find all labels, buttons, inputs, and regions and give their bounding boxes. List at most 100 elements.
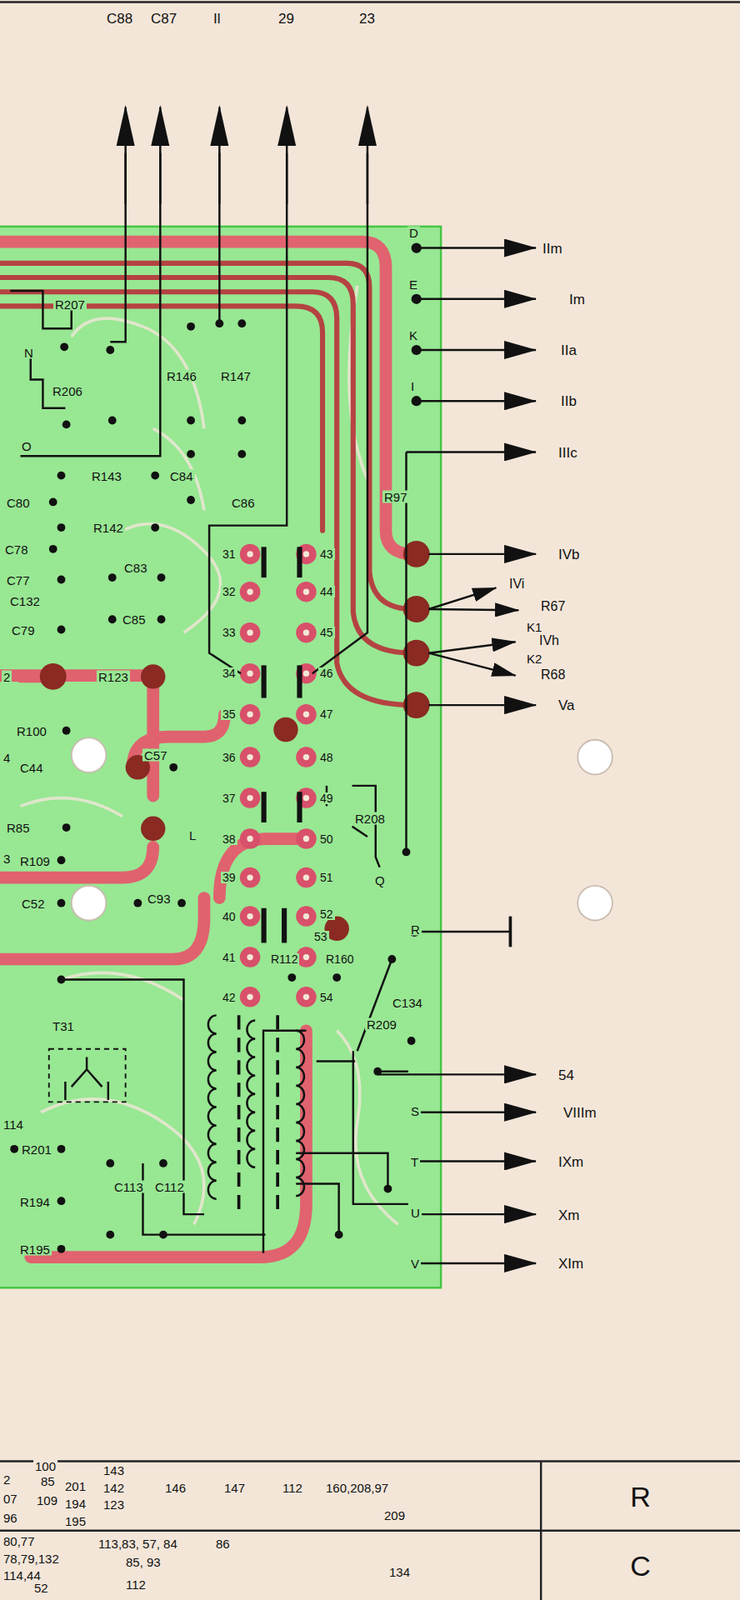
- pcb-drawing: [261, 665, 267, 698]
- part-label: 4: [1, 751, 12, 765]
- pcb-drawing: [240, 828, 260, 849]
- pcb-drawing: [186, 322, 195, 331]
- part-label: R160: [324, 953, 355, 965]
- pcb-drawing: [303, 754, 310, 760]
- pcb-drawing: [40, 540, 430, 1008]
- pcb-drawing: [295, 1030, 305, 1196]
- pcb-drawing: [140, 664, 165, 689]
- pcb-drawing: [0, 675, 154, 796]
- pcb-drawing: [57, 855, 66, 865]
- pcb-drawing: [0, 0, 740, 3]
- pcb-drawing: [246, 630, 253, 636]
- pcb-drawing: [240, 867, 260, 888]
- pcb-drawing: [246, 874, 253, 880]
- terminal-letter: U: [409, 1206, 422, 1220]
- table-cell: 143: [101, 1464, 126, 1477]
- pcb-drawing: [132, 714, 225, 768]
- pcb-drawing: [157, 573, 166, 582]
- part-label: C112: [153, 1180, 186, 1194]
- pcb-drawing: [246, 795, 253, 801]
- pcb-drawing: [240, 787, 260, 808]
- terminal-letter: K: [407, 329, 420, 342]
- table-cell: 85, 93: [124, 1555, 163, 1569]
- pcb-drawing: [105, 1230, 115, 1240]
- pcb-drawing: [237, 1015, 241, 1210]
- pcb-drawing: [295, 704, 316, 725]
- pin-number: 35: [220, 708, 238, 720]
- pcb-drawing: [57, 523, 66, 532]
- pin-number: 36: [220, 751, 238, 764]
- part-label: 3: [1, 852, 12, 865]
- part-label: R123: [96, 670, 130, 684]
- pcb-drawing: [540, 1460, 542, 1600]
- part-label: C77: [5, 574, 32, 587]
- part-label: R100: [15, 725, 49, 738]
- signal-label: Im: [567, 292, 587, 307]
- pcb-drawing: [303, 994, 310, 1000]
- pcb-drawing: [377, 1070, 409, 1072]
- pcb-drawing: [303, 874, 310, 880]
- part-label: R207: [53, 298, 87, 311]
- pcb-drawing: [71, 885, 107, 921]
- pcb-drawing: [335, 1230, 344, 1240]
- signal-label: IVi: [507, 577, 526, 591]
- part-label: T31: [50, 1020, 76, 1033]
- part-label: C113: [112, 1180, 145, 1194]
- pcb-drawing: [157, 615, 166, 624]
- pcb-drawing: [295, 986, 316, 1007]
- table-cell: 100: [33, 1460, 58, 1473]
- table-cell: R: [542, 1463, 739, 1530]
- pcb-drawing: [303, 670, 310, 676]
- table-cell: 07: [1, 1492, 20, 1505]
- pcb-drawing: [240, 663, 260, 684]
- pcb-drawing: [295, 828, 316, 849]
- pcb-drawing: [261, 546, 267, 578]
- signal-label: VIIIm: [561, 1105, 599, 1120]
- part-label: C78: [3, 543, 30, 556]
- pcb-drawing: [49, 498, 58, 507]
- part-label: C52: [20, 897, 47, 910]
- pin-number: 53: [312, 930, 330, 943]
- pcb-drawing: [60, 342, 69, 351]
- pcb-drawing: [411, 395, 422, 406]
- pcb-drawing: [49, 545, 58, 554]
- pcb-drawing: [49, 1049, 126, 1103]
- pcb-drawing: [240, 622, 260, 643]
- signal-label: Il: [211, 11, 223, 26]
- part-label: R142: [91, 521, 125, 535]
- pcb-drawing: [428, 641, 515, 653]
- pin-number: 40: [220, 910, 238, 923]
- part-label: 2: [1, 670, 12, 684]
- pin-number: 32: [220, 585, 238, 598]
- pcb-drawing: [295, 905, 316, 926]
- part-label: C57: [142, 749, 170, 762]
- pcb-drawing: [30, 357, 66, 409]
- pcb-drawing: [10, 153, 409, 1254]
- pcb-drawing: [40, 663, 67, 690]
- signal-label: Xm: [556, 1208, 582, 1223]
- pcb-drawing: [428, 553, 536, 555]
- table-cell: 160,208,97: [324, 1481, 390, 1495]
- pcb-drawing: [332, 973, 341, 982]
- pcb-drawing: [159, 1159, 168, 1168]
- signal-label: IIIc: [556, 445, 580, 460]
- pcb-drawing: [20, 798, 122, 817]
- terminal-letter: O: [20, 440, 34, 453]
- signal-label: C87: [149, 11, 179, 26]
- pcb-drawing: [420, 298, 536, 300]
- pcb-drawing: [261, 546, 303, 943]
- part-label: C85: [120, 613, 148, 626]
- pcb-drawing: [108, 615, 117, 624]
- table-cell: 194: [63, 1497, 88, 1510]
- terminal-letter: S: [409, 1105, 421, 1118]
- pcb-drawing: [287, 973, 296, 982]
- pcb-drawing: [159, 107, 161, 205]
- terminal-letter: D: [407, 226, 420, 240]
- pcb-drawing: [57, 471, 66, 480]
- part-label: C86: [230, 496, 257, 510]
- pcb-drawing: [296, 546, 302, 578]
- pcb-drawing: [303, 954, 310, 960]
- pcb-drawing: [240, 704, 260, 725]
- pcb-drawing: [219, 839, 306, 899]
- pcb-drawing: [402, 848, 411, 857]
